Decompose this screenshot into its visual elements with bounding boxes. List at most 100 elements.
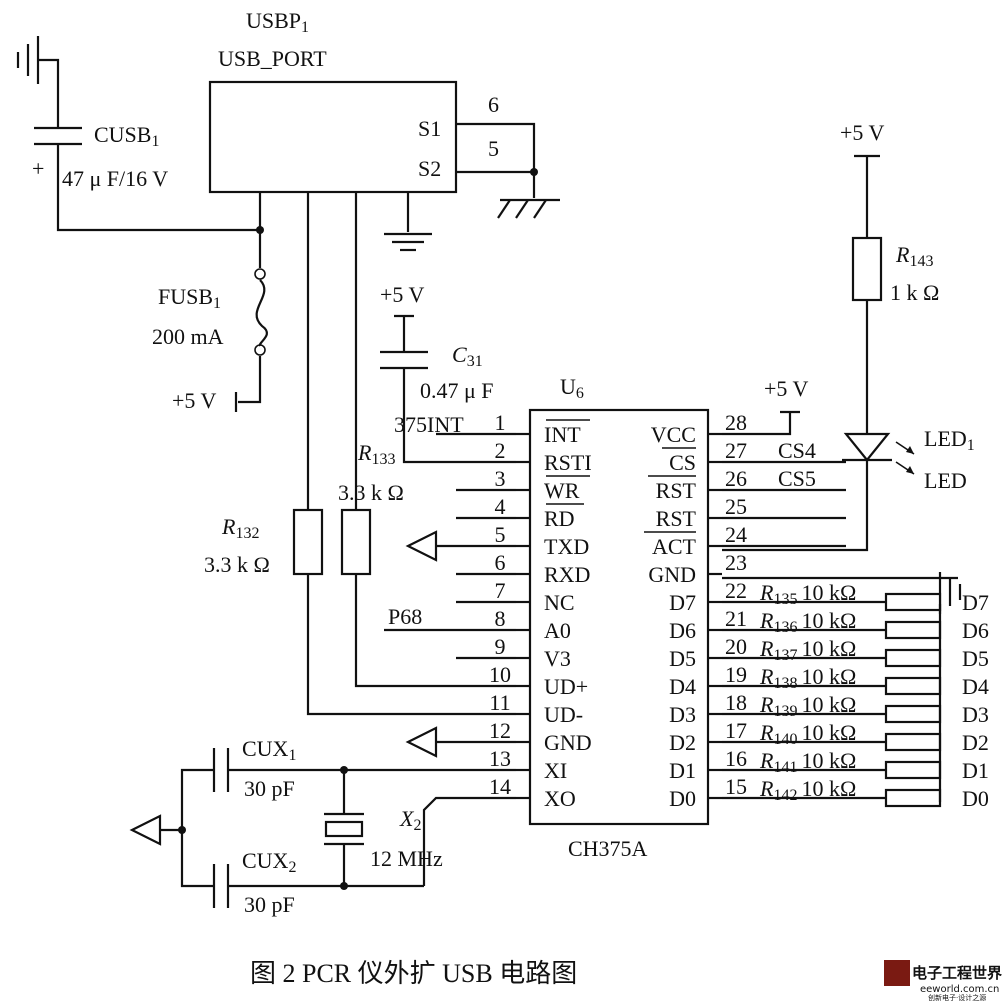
- watermark-url: eeworld.com.cn: [920, 984, 999, 995]
- fusb-fuse: FUSB1 200 mA +5 V: [152, 268, 268, 413]
- ic-pin-number: 17: [725, 718, 747, 743]
- data-net-label: D4: [962, 674, 989, 699]
- watermark-brand: 电子工程世界: [912, 964, 1002, 982]
- r132-ref: R132: [221, 514, 259, 542]
- r143-value: 1 k Ω: [890, 280, 939, 305]
- ic-pin-name: UD+: [544, 674, 588, 699]
- ic-pin-number: 23: [725, 550, 747, 575]
- gnd-arrow-icon: [405, 726, 438, 758]
- wire-ud-minus: [306, 574, 516, 716]
- wire-led-act: [722, 460, 869, 552]
- ic-pin-number: 8: [495, 606, 506, 631]
- data-net-label: D3: [962, 702, 989, 727]
- data-resistor: [884, 620, 942, 640]
- net-p68: P68: [388, 604, 422, 629]
- data-net-label: D1: [962, 758, 989, 783]
- ic-pin-name: D1: [669, 758, 696, 783]
- wire-cusb-bottom: [56, 144, 260, 232]
- usb-pin-s2: S2: [418, 156, 441, 181]
- ic-pin-name: RD: [544, 506, 575, 531]
- ic-pin-number: 14: [489, 774, 511, 799]
- crystal-body: [324, 820, 364, 838]
- cux2-value: 30 pF: [244, 892, 295, 917]
- ic-right-pins: 28VCC27CS26RST25RST24ACT23GND22D721D620D…: [648, 410, 747, 811]
- ic-pin-name: RSTI: [544, 450, 592, 475]
- wire-ud-plus: [354, 574, 516, 688]
- power-label: +5 V: [380, 282, 425, 307]
- cux2-ref: CUX2: [242, 848, 296, 876]
- data-resistor: [884, 760, 942, 780]
- cusb-value: 47 μ F/16 V: [62, 166, 168, 191]
- ic-pin-name: D6: [669, 618, 696, 643]
- c31-ref: C31: [452, 342, 483, 370]
- ic-pin-number: 12: [489, 718, 511, 743]
- power-label: +5 V: [840, 120, 885, 145]
- ic-pin-name: WR: [544, 478, 580, 503]
- ic-pin-name: CS: [669, 450, 696, 475]
- ic-pin-name: GND: [544, 730, 592, 755]
- r132-resistor: [292, 508, 324, 576]
- ground-icon: [16, 36, 40, 84]
- fusb-ref: FUSB1: [158, 284, 221, 312]
- c31-capacitor: +5 V C31 0.47 μ F: [380, 282, 516, 464]
- cusb-ref: CUSB1: [94, 122, 159, 150]
- usb-port: USBP1 USB_PORT S1 S2 6 5: [208, 8, 560, 252]
- ic-pin-number: 11: [489, 690, 510, 715]
- data-resistor: [884, 788, 942, 808]
- power-label: +5 V: [764, 376, 809, 401]
- ic-pin-number: 4: [495, 494, 506, 519]
- ic-pin-name: RST: [656, 506, 697, 531]
- ic-pin-number: 3: [495, 466, 506, 491]
- led-type: LED: [924, 468, 967, 493]
- ic-pin-number: 27: [725, 438, 747, 463]
- data-net-label: D5: [962, 646, 989, 671]
- ic-pin-number: 20: [725, 634, 747, 659]
- ic-pin-name: D5: [669, 646, 696, 671]
- r133-resistor: [340, 508, 372, 576]
- usb-pin-5: 5: [488, 136, 499, 161]
- chassis-ground-icon: [497, 198, 560, 219]
- ic-pin-number: 9: [495, 634, 506, 659]
- ic-pin-number: 6: [495, 550, 506, 575]
- wire-s1: [456, 122, 536, 172]
- ic-pin-name: D4: [669, 674, 696, 699]
- ic-pin-name: D7: [669, 590, 696, 615]
- r143-ref: R143: [895, 242, 933, 270]
- usb-pin-6: 6: [488, 92, 499, 117]
- wire-fuse-5v: [238, 356, 262, 404]
- ic-pin-name: UD-: [544, 702, 583, 727]
- ic-ref: U6: [560, 374, 584, 402]
- data-resistor: [884, 592, 942, 612]
- power-label: +5 V: [172, 388, 217, 413]
- crystal-ref: X2: [399, 806, 421, 834]
- data-net-label: D2: [962, 730, 989, 755]
- ic-pin-name: D3: [669, 702, 696, 727]
- wire-xo: [422, 796, 516, 886]
- led-ref: LED1: [924, 426, 975, 454]
- ic-pin-name: D0: [669, 786, 696, 811]
- ic-pin-name: ACT: [652, 534, 697, 559]
- usb-port-type: USB_PORT: [218, 46, 327, 71]
- junction-dot: [256, 226, 264, 234]
- crystal-value: 12 MHz: [370, 846, 443, 871]
- gnd-arrow-icon: [405, 530, 438, 562]
- data-resistor: [884, 732, 942, 752]
- eeworld-watermark: 电子工程世界 eeworld.com.cn 创新电子·设计之源: [884, 960, 1002, 1002]
- ic-pin-number: 7: [495, 578, 506, 603]
- ic-pin-name: XO: [544, 786, 576, 811]
- cux1-ref: CUX1: [242, 736, 296, 764]
- ic-pin-name: XI: [544, 758, 567, 783]
- ic-pin-number: 28: [725, 410, 747, 435]
- r132-value: 3.3 k Ω: [204, 552, 270, 577]
- r143-resistor: [851, 236, 883, 302]
- crystal-circuit: CUX1 30 pF CUX2 30 pF X2 12 MHz: [129, 736, 516, 917]
- fusb-value: 200 mA: [152, 324, 224, 349]
- ic-pin-name: RXD: [544, 562, 590, 587]
